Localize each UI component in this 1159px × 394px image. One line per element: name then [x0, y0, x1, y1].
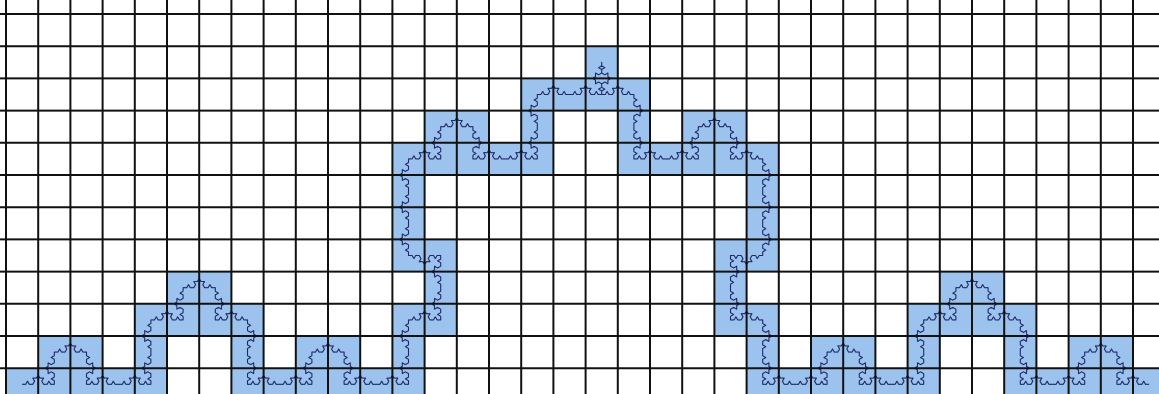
filled-cells-layer [6, 46, 1159, 394]
filled-cell [264, 368, 296, 394]
filled-cell [360, 368, 392, 394]
filled-cell [875, 368, 907, 394]
filled-cell [1036, 368, 1068, 394]
filled-cell [779, 368, 811, 394]
filled-cell [6, 368, 38, 394]
filled-cell [103, 368, 135, 394]
